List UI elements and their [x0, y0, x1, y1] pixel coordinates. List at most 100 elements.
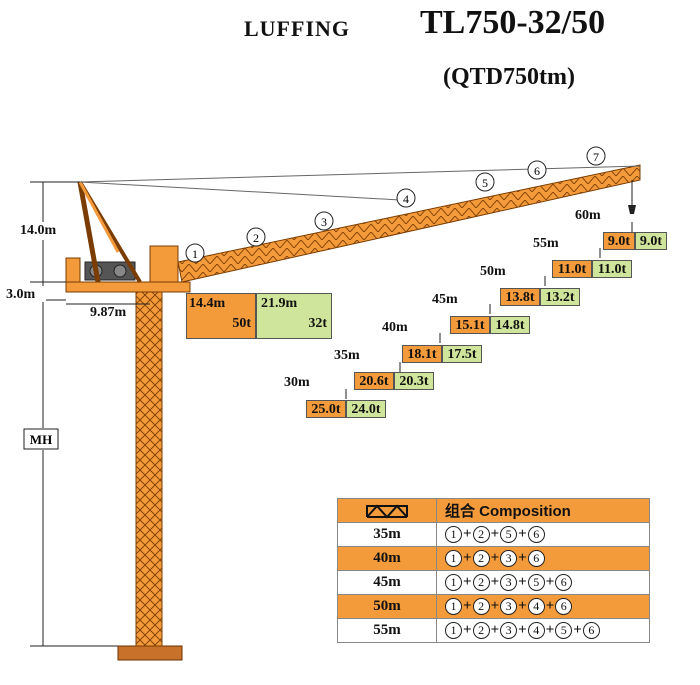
section-circle: 3 [500, 598, 518, 616]
composition-length: 35m [337, 522, 437, 547]
load-value-b: 14.8t [490, 316, 530, 334]
max-load-b-radius: 21.9m [261, 296, 298, 311]
section-circle: 6 [582, 622, 600, 640]
section-circle: 4 [527, 598, 545, 616]
load-radius: 50m [480, 264, 506, 279]
load-value-b: 20.3t [394, 372, 434, 390]
load-value-a: 11.0t [552, 260, 592, 278]
composition-sections: 1+2+3+6 [436, 546, 650, 571]
max-load-b-value: 32t [308, 316, 327, 331]
pendant-rope [79, 165, 641, 183]
jib-lattice-icon [337, 498, 437, 523]
pendant-rope [79, 181, 401, 201]
max-load-a: 14.4m 50t [186, 293, 256, 339]
composition-sections: 1+2+3+4+5+6 [436, 618, 650, 643]
section-circle: 6 [527, 550, 545, 568]
load-radius: 35m [334, 348, 360, 363]
composition-length: 55m [337, 618, 437, 643]
composition-header: 组合 Composition [436, 498, 650, 523]
composition-row: 45m 1+2+3+5+6 [337, 570, 650, 595]
section-circle: 6 [555, 598, 573, 616]
section-circle: 2 [472, 598, 490, 616]
load-value-a: 25.0t [306, 400, 346, 418]
counter-jib-label: 9.87m [90, 305, 127, 320]
section-circle: 3 [500, 622, 518, 640]
winch-drum [113, 264, 127, 278]
section-marker: 1 [192, 247, 198, 261]
section-circle: 3 [500, 550, 518, 568]
title-type: LUFFING [244, 16, 350, 41]
section-marker: 5 [482, 176, 488, 190]
dimension-masks [6, 222, 70, 450]
load-value-a: 9.0t [603, 232, 635, 250]
max-load-a-radius: 14.4m [189, 296, 226, 311]
section-circle: 3 [500, 574, 518, 592]
load-value-b: 17.5t [442, 345, 482, 363]
load-value-a: 15.1t [450, 316, 490, 334]
mast-height-label: MH [30, 432, 52, 447]
foundation [117, 645, 183, 661]
section-circle: 1 [445, 622, 462, 640]
section-circle: 1 [445, 526, 462, 544]
composition-length: 50m [337, 594, 437, 619]
section-circle: 6 [527, 526, 545, 544]
hook-icon [628, 205, 636, 214]
max-load-b: 21.9m 32t [256, 293, 332, 339]
load-value-a: 18.1t [402, 345, 442, 363]
load-value-b: 11.0t [592, 260, 632, 278]
section-circle: 1 [445, 574, 462, 592]
section-circle: 5 [555, 622, 573, 640]
composition-sections: 1+2+3+5+6 [436, 570, 650, 595]
composition-length: 40m [337, 546, 437, 571]
composition-length: 45m [337, 570, 437, 595]
dimension-lines [30, 181, 150, 647]
a-frame-leg [77, 181, 101, 283]
max-load-a-value: 50t [232, 316, 251, 331]
composition-table: 组合 Composition 35m 1+2+5+6 40m 1+2+3+6 4… [337, 498, 650, 643]
load-radius: 40m [382, 320, 408, 335]
title-code: (QTD750tm) [443, 64, 575, 90]
section-circle: 5 [500, 526, 518, 544]
composition-row: 40m 1+2+3+6 [337, 546, 650, 571]
composition-row: 50m 1+2+3+4+6 [337, 594, 650, 619]
section-circle: 2 [472, 574, 490, 592]
counterweight [65, 257, 81, 283]
section-circle: 2 [472, 622, 490, 640]
a-frame-brace [78, 181, 120, 253]
slewing-platform [65, 281, 191, 293]
section-circle: 1 [445, 598, 462, 616]
load-value-b: 24.0t [346, 400, 386, 418]
section-circle: 2 [472, 550, 490, 568]
section-marker: 4 [403, 192, 409, 206]
mh-box [23, 428, 59, 450]
title-model: TL750-32/50 [420, 4, 606, 41]
section-marker: 2 [253, 231, 259, 245]
mast [135, 289, 163, 647]
load-value-b: 13.2t [540, 288, 580, 306]
section-circle: 5 [527, 574, 545, 592]
section-marker: 3 [321, 215, 327, 229]
composition-sections: 1+2+3+4+6 [436, 594, 650, 619]
section-circle: 4 [527, 622, 545, 640]
composition-sections: 1+2+5+6 [436, 522, 650, 547]
load-value-b: 9.0t [635, 232, 667, 250]
composition-row: 35m 1+2+5+6 [337, 522, 650, 547]
composition-header-row: 组合 Composition [337, 498, 650, 523]
load-value-a: 13.8t [500, 288, 540, 306]
jib-section-markers: 1 2 3 4 5 6 7 [185, 146, 606, 263]
section-circle: 6 [555, 574, 573, 592]
load-radius: 30m [284, 375, 310, 390]
section-circle: 1 [445, 550, 462, 568]
section-marker: 7 [593, 150, 599, 164]
load-radius: 60m [575, 208, 601, 223]
composition-row: 55m 1+2+3+4+5+6 [337, 618, 650, 643]
top-height-label: 14.0m [20, 223, 57, 238]
load-radius: 55m [533, 236, 559, 251]
load-radius: 45m [432, 292, 458, 307]
section-marker: 6 [534, 164, 540, 178]
cab [149, 245, 179, 283]
load-value-a: 20.6t [354, 372, 394, 390]
base-height-label: 3.0m [6, 287, 36, 302]
luffing-jib [177, 164, 641, 283]
